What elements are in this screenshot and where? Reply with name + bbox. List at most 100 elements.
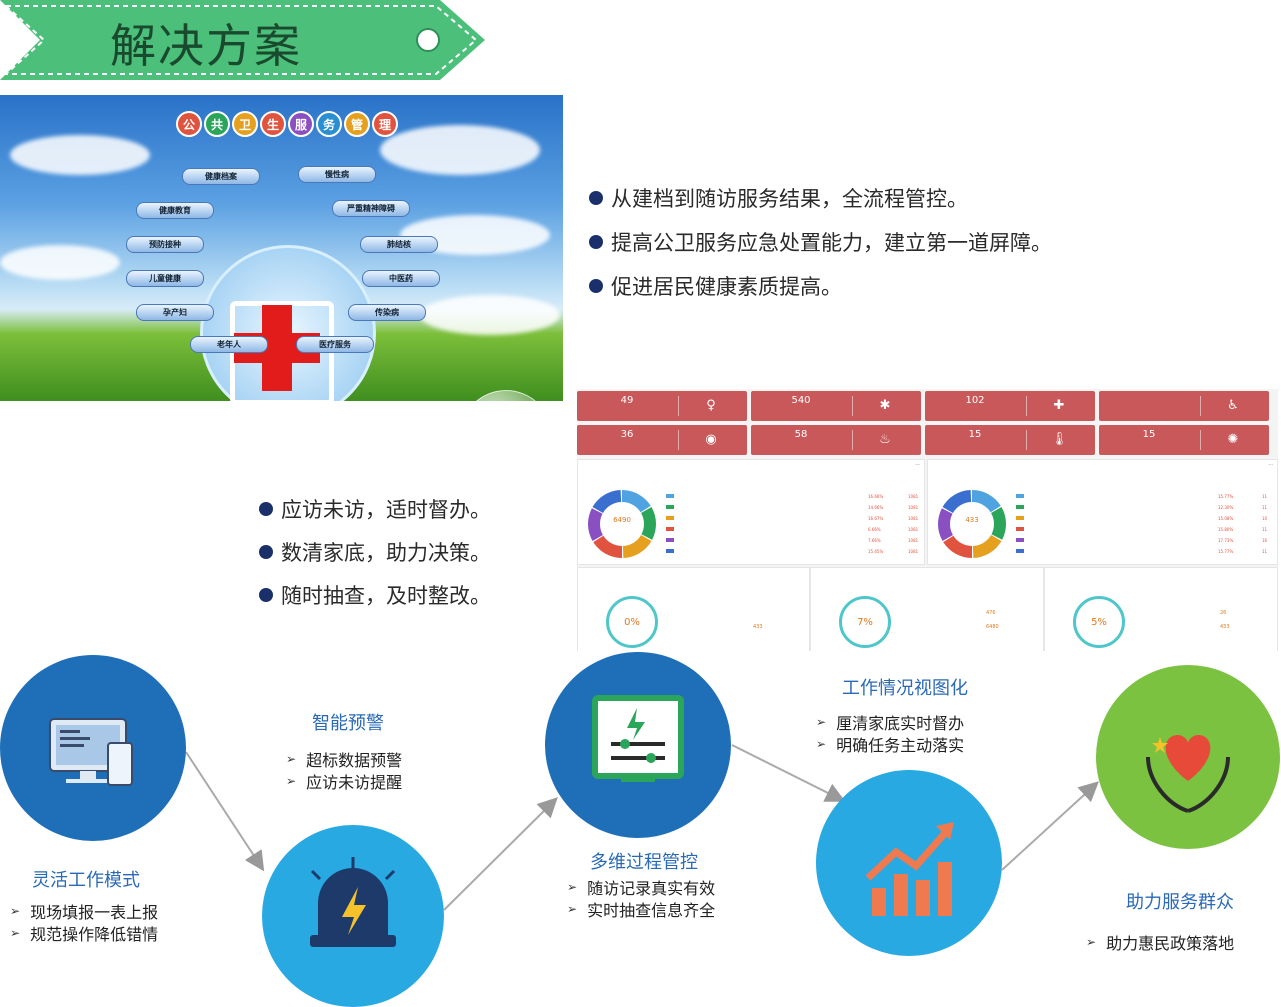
- legend-swatch: [1016, 516, 1024, 520]
- banner-char: 服: [288, 111, 314, 137]
- arrow-icon: ➢: [286, 774, 297, 788]
- legend-swatch: [1016, 527, 1024, 531]
- row-count: 1081: [908, 527, 919, 532]
- arrow-icon: ➢: [286, 752, 297, 766]
- pregnant-icon: ♀: [706, 398, 716, 413]
- row-percent: 17.73%: [1218, 538, 1234, 543]
- bullet-dot-icon: [259, 501, 273, 516]
- donut-value-left: 6490: [613, 516, 631, 524]
- heart-hands-icon: [1146, 735, 1230, 813]
- row-percent: 14.66%: [868, 505, 884, 510]
- row-percent: 15.77%: [1218, 549, 1234, 554]
- stat-card[interactable]: 15🌡: [925, 425, 1095, 455]
- legend-swatch: [666, 516, 674, 520]
- donut-slice: [593, 535, 623, 558]
- flow-title-1: 灵活工作模式: [32, 870, 140, 891]
- legend-swatch: [666, 505, 674, 509]
- bubble-decoration: [460, 390, 552, 401]
- hero-menu-item: 老年人: [190, 336, 268, 353]
- mid-bullet-list: 应访未访，适时督办。 数清家底，助力决策。 随时抽查，及时整改。: [259, 487, 491, 616]
- banner-char: 理: [372, 111, 398, 137]
- arrow-icon: ➢: [816, 737, 827, 751]
- arrow-icon: ➢: [1086, 935, 1097, 949]
- stat-card[interactable]: 15✺: [1099, 425, 1269, 455]
- row-count: 11: [1262, 494, 1268, 499]
- row-count: 1081: [908, 494, 919, 499]
- stat-card[interactable]: 58♨: [751, 425, 921, 455]
- hero-menu-item: 健康教育: [136, 202, 214, 219]
- hero-menu-item: 传染病: [348, 304, 426, 321]
- circle-heart: [1096, 665, 1280, 849]
- gauge-panel-3: 5% 26 433: [1044, 567, 1278, 651]
- flow-title-4: 工作情况视图化: [842, 678, 968, 699]
- donut-slice: [943, 535, 973, 558]
- flow-title-3: 多维过程管控: [590, 852, 698, 873]
- brain-icon: ◉: [705, 432, 717, 447]
- flow-list-5: ➢助力惠民政策落地: [1086, 934, 1235, 953]
- gauge-1: 0%: [606, 596, 658, 648]
- stat-card[interactable]: 49♀: [577, 391, 747, 421]
- lungs-icon: ♨: [879, 432, 891, 447]
- bullet-item: 数清家底，助力决策。: [259, 530, 491, 573]
- flow-list-1: ➢现场填报一表上报 ➢规范操作降低错情: [10, 903, 159, 944]
- legend-swatch: [666, 538, 674, 542]
- hero-menu-item: 健康档案: [182, 168, 260, 185]
- row-percent: 15.45%: [868, 549, 884, 554]
- arrow-icon: ➢: [567, 880, 578, 894]
- donut-chart-left: [588, 490, 656, 558]
- donut-slice: [942, 490, 972, 514]
- row-count: 11: [1262, 505, 1268, 510]
- hero-menu-item: 慢性病: [298, 166, 376, 183]
- flow-title-5: 助力服务群众: [1126, 892, 1234, 913]
- flow-title-2: 智能预警: [312, 713, 384, 734]
- donut-value-right: 433: [965, 516, 979, 524]
- donut-slice: [622, 534, 652, 558]
- page-title: 解决方案: [110, 19, 302, 73]
- legend-swatch: [1016, 494, 1024, 498]
- growth-chart-icon: [865, 822, 954, 916]
- row-count: 10: [1262, 516, 1268, 521]
- stat-card[interactable]: 102✚: [925, 391, 1095, 421]
- circle-screen: [545, 652, 731, 838]
- hero-menu-item: 中医药: [362, 270, 440, 287]
- donut-slice: [938, 508, 954, 541]
- flow-arrows: [185, 744, 1099, 911]
- row-percent: 16.66%: [868, 494, 884, 499]
- row-percent: 12.30%: [1218, 505, 1234, 510]
- row-count: 11: [1262, 549, 1268, 554]
- bullet-item: 随时抽查，及时整改。: [259, 573, 491, 616]
- screen-control-icon: [592, 695, 684, 782]
- donut-slice: [972, 534, 1002, 558]
- stat-card[interactable]: 36◉: [577, 425, 747, 455]
- thermometer-icon: 🌡: [1051, 432, 1068, 447]
- bullet-item: 提高公卫服务应急处置能力，建立第一道屏障。: [589, 220, 1052, 264]
- donut-slice: [990, 507, 1006, 540]
- hero-menu-item: 孕产妇: [136, 304, 214, 321]
- donut-slice: [588, 508, 604, 541]
- elderly-icon: ♿: [1227, 398, 1239, 413]
- hero-menu-item: 儿童健康: [126, 270, 204, 287]
- stat-card[interactable]: 540✱: [751, 391, 921, 421]
- donut-slice: [621, 490, 651, 513]
- bullet-item: 应访未访，适时督办。: [259, 487, 491, 530]
- bullet-dot-icon: [259, 587, 273, 602]
- donut-slice: [971, 490, 1001, 513]
- banner-char: 卫: [232, 111, 258, 137]
- banner-char: 务: [316, 111, 342, 137]
- banner-char: 共: [204, 111, 230, 137]
- donut-chart-right: [938, 490, 1006, 558]
- circle-chart: [816, 770, 1002, 956]
- legend-swatch: [1016, 505, 1024, 509]
- gauge-panel-2: 7% 476 6480: [810, 567, 1044, 651]
- gauge-2: 7%: [839, 596, 891, 648]
- dashboard-screenshot: 49♀540✱102✚♿36◉58♨15🌡15✺ ··· 6490 16.66%…: [577, 389, 1278, 651]
- row-percent: 15.08%: [1218, 516, 1234, 521]
- legend-swatch: [666, 527, 674, 531]
- row-count: 1081: [908, 505, 919, 510]
- row-count: 16: [1262, 538, 1268, 543]
- arrow-icon: ➢: [10, 926, 21, 940]
- stat-card[interactable]: ♿: [1099, 391, 1269, 421]
- flow-list-3: ➢随访记录真实有效 ➢实时抽查信息齐全: [567, 879, 716, 920]
- arrow-icon: ➢: [567, 902, 578, 916]
